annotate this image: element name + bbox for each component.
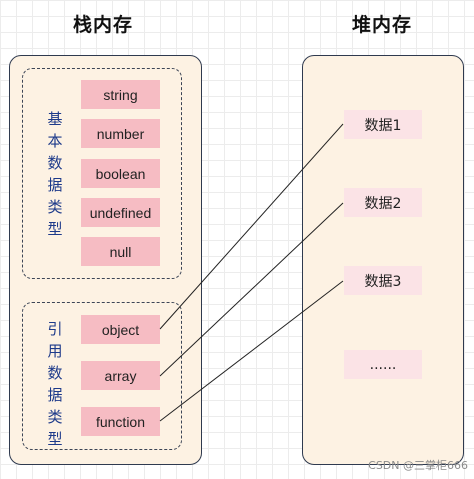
primitive-type-group: [22, 68, 182, 279]
stack-cell-boolean: boolean: [81, 159, 160, 188]
heap-cell-data2: 数据2: [344, 188, 422, 217]
stack-cell-string: string: [81, 80, 160, 109]
stack-cell-object: object: [81, 315, 160, 344]
stack-cell-number: number: [81, 119, 160, 148]
stack-cell-undefined: undefined: [81, 198, 160, 227]
heap-title: 堆内存: [352, 14, 413, 36]
primitive-type-label: 基本数据类型: [47, 110, 63, 238]
stack-cell-array: array: [81, 361, 160, 390]
heap-cell-data3: 数据3: [344, 266, 422, 295]
reference-type-group: [22, 302, 182, 450]
reference-type-label: 引用数据类型: [47, 320, 63, 448]
link-array-to-data2: [159, 202, 344, 377]
heap-cell-data1: 数据1: [344, 110, 422, 139]
stack-cell-null: null: [81, 237, 160, 266]
heap-cell-more: ......: [344, 350, 422, 379]
link-function-to-data3: [159, 280, 344, 422]
stack-cell-function: function: [81, 407, 160, 436]
watermark: CSDN @三掌柜666: [368, 459, 468, 472]
stack-title: 栈内存: [73, 14, 134, 36]
link-object-to-data1: [159, 123, 344, 330]
